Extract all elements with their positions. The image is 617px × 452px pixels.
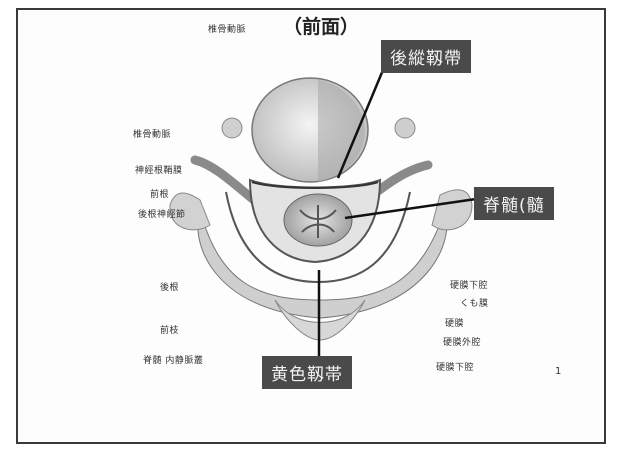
callout-ligamentum-flavum: 黄色靱帯 [262, 356, 352, 389]
callout-spinal-cord: 脊髄(髓 [474, 187, 554, 220]
page-mark: 1 [555, 366, 561, 377]
label-anterior-root: 前根 [150, 187, 169, 200]
left-vertebral-artery-circle [222, 118, 242, 138]
right-vertebral-artery-circle [395, 118, 415, 138]
label-dorsal-root-ganglion: 後根神經節 [138, 207, 186, 220]
label-left-vertebral-artery: 椎骨動脈 [133, 127, 171, 140]
label-arachnoid: くも膜 [460, 296, 489, 309]
label-anterior-branch: 前枝 [160, 323, 179, 336]
label-subdural-space-2: 硬膜下腔 [436, 360, 474, 373]
label-epidural-space: 硬膜外腔 [443, 335, 481, 348]
label-subdural-space: 硬膜下腔 [450, 278, 488, 291]
callout-posterior-longitudinal-ligament: 後縱靱帶 [381, 40, 471, 73]
right-transverse-process [432, 190, 472, 230]
label-dura: 硬膜 [445, 316, 464, 329]
label-venous-plexus: 脊髄 内静脈叢 [143, 353, 203, 366]
label-posterior-root: 後根 [160, 280, 179, 293]
label-nerve-root-sheath: 神經根鞘膜 [135, 163, 183, 176]
label-top-vertebral-artery: 椎骨動脈 [208, 22, 246, 35]
